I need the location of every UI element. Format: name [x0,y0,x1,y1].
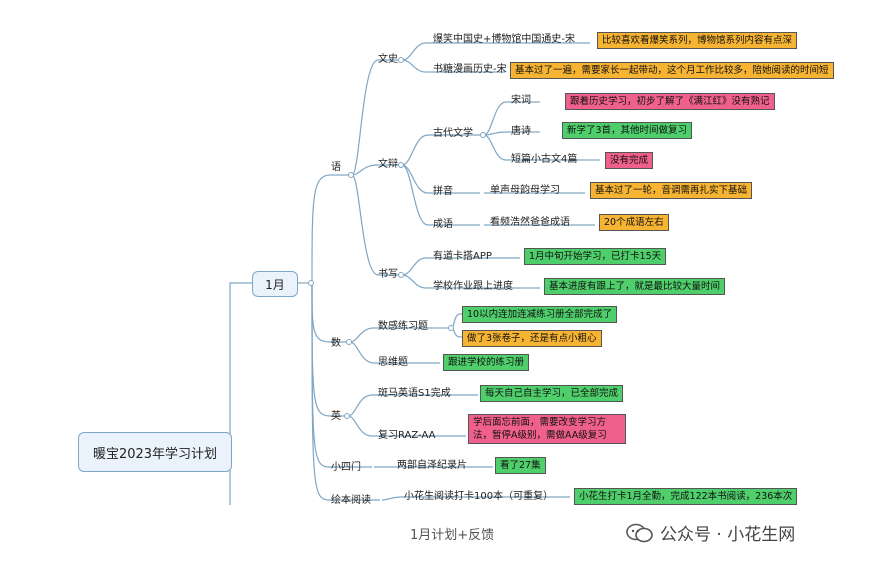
subject-math[interactable]: 数 [331,338,341,349]
gudai-note-2: 新学了3首，其他时间做复习 [562,122,693,139]
month-node[interactable]: 1月 [252,271,298,297]
math-item-1[interactable]: 数感练习题 [378,321,428,332]
english-note-2: 学后面忘前面，需要改变学习方法，暂停A级别，需做AA级复习 [468,414,626,444]
branch-wenshi[interactable]: 文史 [378,54,398,65]
wenshi-item-1[interactable]: 爆笑中国史+博物馆中国通史-宋 [433,34,575,45]
xiaosimen-note: 看了27集 [495,457,546,474]
branch-wenbian[interactable]: 文辩 [378,159,398,170]
picturebook-item[interactable]: 小花生阅读打卡100本（可重复） [404,491,554,502]
math-note-3: 跟进学校的练习册 [443,354,530,371]
english-note-1: 每天自己自主学习，已全部完成 [480,385,624,402]
shuxie-note-1: 1月中旬开始学习，已打卡15天 [524,248,667,265]
shuxie-item-1[interactable]: 有道卡搭APP [433,251,492,262]
subject-chinese[interactable]: 语 [331,162,341,173]
subject-picturebook[interactable]: 绘本阅读 [331,495,371,506]
xiaosimen-item[interactable]: 两部自泽纪录片 [397,460,467,471]
subject-xiaosimen[interactable]: 小四门 [331,462,361,473]
caption: 1月计划+反馈 [410,528,495,543]
branch-shuxie[interactable]: 书写 [378,269,398,280]
shuxie-note-2: 基本进度有跟上了，就是最比较大量时间 [544,278,726,295]
math-item-2[interactable]: 思维题 [378,357,408,368]
gudai-item-1[interactable]: 宋词 [511,95,531,106]
gudai-note-1: 跟着历史学习，初步了解了《满江红》没有熟记 [565,93,775,110]
branch-pinyin[interactable]: 拼音 [433,186,453,197]
watermark-text: 公众号 · 小花生网 [660,525,796,545]
wenshi-item-2[interactable]: 书糖漫画历史-宋 [433,64,507,75]
branch-gudai[interactable]: 古代文学 [433,128,473,139]
root-node[interactable]: 暖宝2023年学习计划 [78,432,232,472]
branch-chengyu[interactable]: 成语 [433,219,453,230]
watermark: 公众号 · 小花生网 [626,520,795,545]
math-note-2: 做了3张卷子，还是有点小粗心 [462,330,602,347]
english-item-1[interactable]: 斑马英语S1完成 [378,388,451,399]
gudai-item-3[interactable]: 短篇小古文4篇 [511,154,578,165]
chengyu-note: 20个成语左右 [599,214,669,231]
shuxie-item-2[interactable]: 学校作业跟上进度 [433,281,513,292]
subject-english[interactable]: 英 [331,411,341,422]
gudai-item-2[interactable]: 唐诗 [511,126,531,137]
pinyin-item[interactable]: 单声母韵母学习 [490,185,560,196]
chengyu-item[interactable]: 看频浩然爸爸成语 [490,217,570,228]
pinyin-note: 基本过了一轮，音调需再扎实下基础 [590,182,753,199]
gudai-note-3: 没有完成 [605,152,654,169]
wenshi-note-2: 基本过了一遍，需要家长一起带动，这个月工作比较多，陪她阅读的时间短 [510,62,834,79]
wechat-logo-icon [626,523,653,542]
math-note-1: 10以内连加连减练习册全部完成了 [462,306,618,323]
english-item-2[interactable]: 复习RAZ-AA [378,430,436,441]
wenshi-note-1: 比较喜欢看爆笑系列，博物馆系列内容有点深 [597,32,798,49]
picturebook-note: 小花生打卡1月全勤，完成122本书阅读，236本次 [574,488,798,505]
